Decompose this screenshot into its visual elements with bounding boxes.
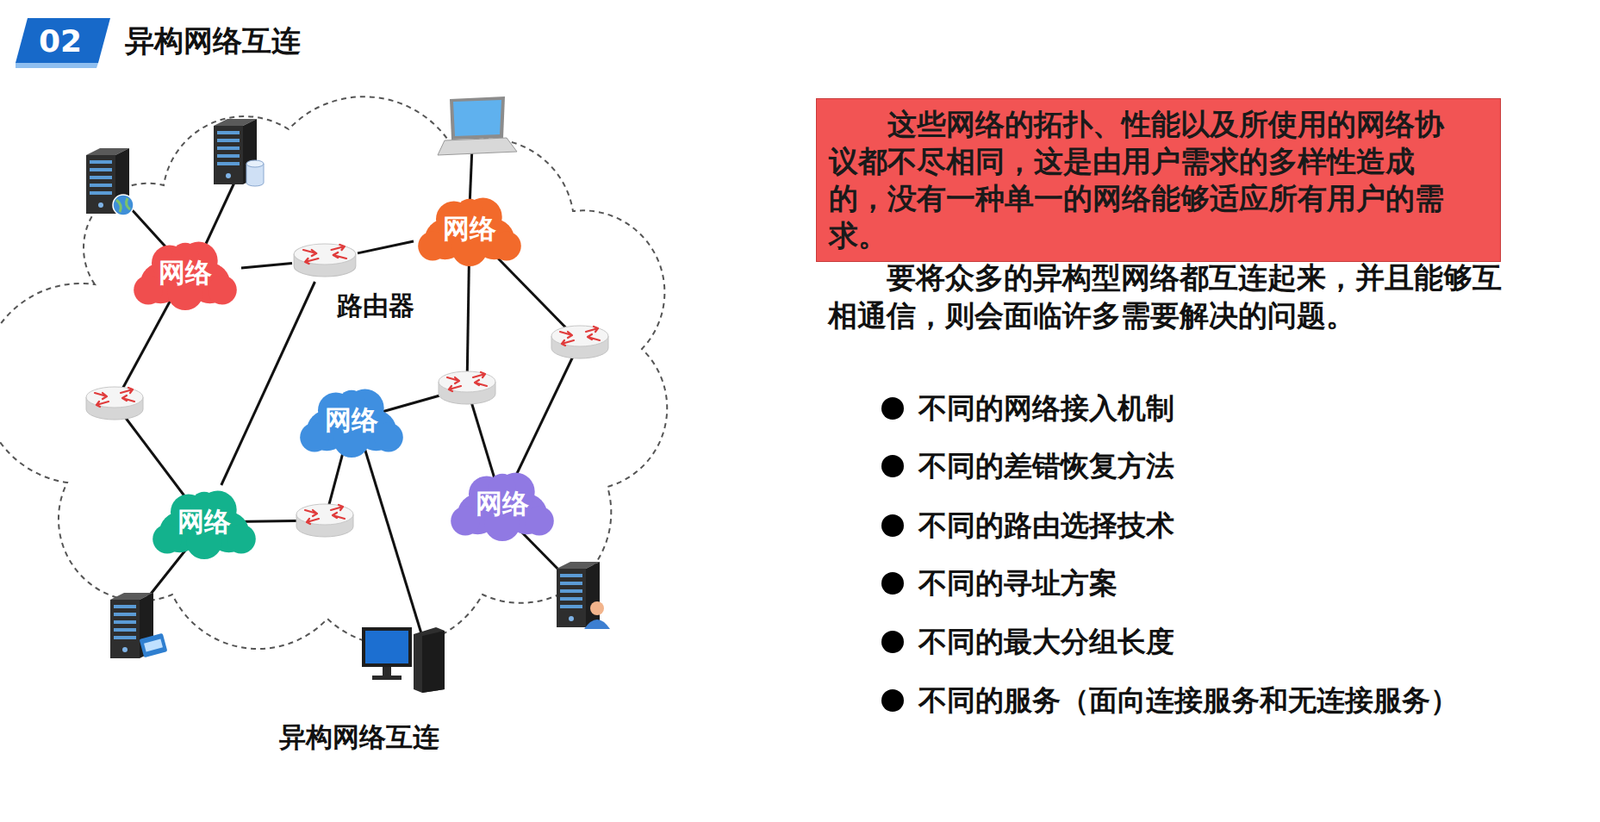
network-link bbox=[241, 263, 293, 268]
user-body bbox=[584, 619, 611, 629]
cloud-lobe bbox=[299, 423, 330, 453]
monitor-base bbox=[372, 675, 402, 680]
network-cloud: 网络 bbox=[446, 466, 559, 542]
monitor-screen bbox=[365, 630, 409, 664]
bullet-dot bbox=[881, 397, 904, 420]
slide-title: 异构网络互连 bbox=[124, 22, 301, 59]
intro-paragraph: 要将众多的异构型网络都互连起来，并且能够互相通信，则会面临许多需要解决的问题。 bbox=[828, 258, 1513, 335]
internet-cloud-outline bbox=[0, 96, 667, 649]
cloud-lobe bbox=[491, 231, 522, 262]
globe-badge bbox=[112, 194, 134, 216]
section-number-tag: 02 bbox=[15, 18, 111, 63]
cloud-lobe bbox=[133, 275, 163, 306]
link-line bbox=[469, 146, 473, 207]
cloud-lobe bbox=[373, 423, 404, 453]
bullet-item: 不同的服务（面向连接服务和无连接服务） bbox=[918, 682, 1459, 719]
bullet-item: 不同的差错恢复方法 bbox=[918, 448, 1175, 485]
monitor-frame bbox=[361, 627, 412, 667]
laptop-screen bbox=[453, 99, 502, 137]
note-box: 这些网络的拓扑、性能以及所使用的网络协议都不尽相同，这是由用户需求的多样性造成的… bbox=[815, 98, 1501, 262]
film-badge bbox=[139, 633, 169, 658]
figure-caption: 异构网络互连 bbox=[279, 720, 435, 754]
node-label: 网络 bbox=[442, 211, 497, 248]
router-node: 路由器 bbox=[292, 238, 358, 282]
router-icon bbox=[293, 243, 356, 277]
network-cloud: 网络 bbox=[295, 383, 408, 458]
laptop bbox=[437, 96, 517, 156]
note-text: 这些网络的拓扑、性能以及所使用的网络协议都不尽相同，这是由用户需求的多样性造成的… bbox=[828, 105, 1448, 255]
link-line bbox=[205, 182, 235, 246]
link-line bbox=[361, 439, 424, 642]
server-web bbox=[86, 148, 134, 216]
server-user bbox=[556, 561, 611, 629]
bullet-item: 不同的寻址方案 bbox=[918, 565, 1118, 602]
film-frame bbox=[143, 639, 163, 653]
user-head bbox=[590, 601, 604, 616]
database-top bbox=[246, 160, 264, 168]
bullet-item: 不同的最大分组长度 bbox=[918, 623, 1175, 660]
bullet-dot bbox=[881, 572, 904, 595]
node-label: 网络 bbox=[158, 255, 212, 292]
cloud-lobe bbox=[207, 275, 237, 306]
node-label: 网络 bbox=[475, 485, 530, 523]
tag-underline bbox=[15, 62, 99, 69]
cloud-lobe bbox=[417, 231, 448, 262]
cloud-lobe bbox=[226, 524, 256, 555]
tag-fill bbox=[15, 18, 111, 63]
network-cloud: 网络 bbox=[413, 192, 526, 267]
laptop-frame bbox=[449, 96, 505, 140]
bullet-dot bbox=[881, 514, 904, 537]
router-shape bbox=[292, 238, 358, 282]
router-icon bbox=[86, 386, 144, 420]
desktop-pc bbox=[361, 627, 445, 693]
network-cloud: 网络 bbox=[148, 485, 261, 560]
router-icon bbox=[551, 325, 609, 359]
cloud-lobe bbox=[152, 524, 182, 555]
node-label: 网络 bbox=[324, 402, 379, 439]
pc-tower-side bbox=[422, 630, 445, 693]
globe-land bbox=[116, 198, 131, 212]
network-cloud: 网络 bbox=[129, 236, 242, 311]
bullet-dot bbox=[881, 630, 904, 654]
link-lines bbox=[114, 146, 580, 642]
monitor-stand bbox=[382, 666, 392, 676]
bullet-item: 不同的网络接入机制 bbox=[918, 390, 1175, 427]
router-label: 路由器 bbox=[336, 288, 415, 324]
node-label: 网络 bbox=[177, 504, 231, 541]
bullet-dot bbox=[881, 689, 904, 712]
router-icon bbox=[296, 504, 354, 537]
bullet-dot bbox=[881, 454, 904, 478]
laptop-base bbox=[437, 137, 517, 156]
bullet-item: 不同的路由选择技术 bbox=[918, 507, 1175, 544]
cloud-lobe bbox=[524, 506, 555, 536]
server-icon bbox=[556, 561, 600, 628]
server-media bbox=[110, 592, 168, 659]
node-label: 02 bbox=[38, 23, 82, 59]
network-link bbox=[357, 241, 414, 254]
router-icon bbox=[438, 371, 496, 405]
cloud-lobe bbox=[450, 506, 480, 536]
server-database bbox=[213, 118, 264, 187]
network-link bbox=[221, 281, 316, 486]
bullet-dots bbox=[881, 397, 904, 712]
pc-tower bbox=[413, 627, 445, 693]
